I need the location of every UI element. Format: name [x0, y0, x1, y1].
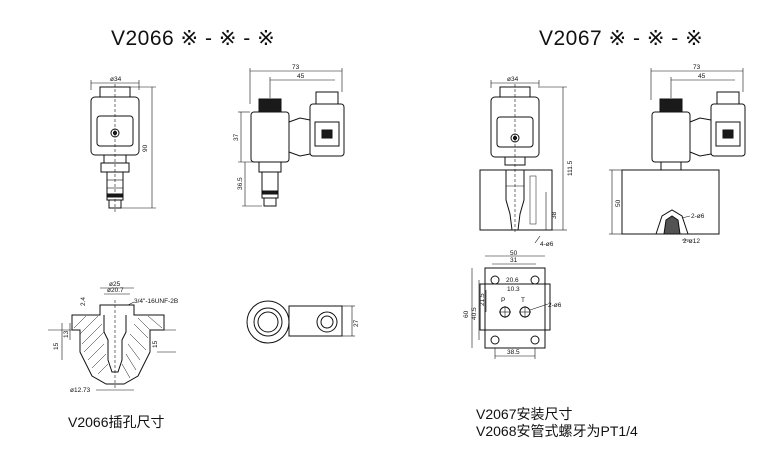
- v2067-front-view: ø34 111.5 38 4-ø6: [479, 76, 574, 248]
- dim-plate-20-6: 20.6: [506, 277, 519, 284]
- dim-v2067-coil-dia: ø34: [507, 76, 519, 83]
- v2068-thread-note: V2068安管式螺牙为PT1/4: [476, 423, 638, 439]
- v2067-install-label: V2067安装尺寸: [476, 406, 573, 422]
- dim-plate-31: 31: [510, 257, 518, 264]
- dim-v2067-4-6: 4-ø6: [540, 241, 554, 248]
- dim-v2067-side-width: 73: [693, 64, 701, 71]
- dim-plate-2-6: 2-ø6: [548, 302, 562, 309]
- dim-v2066-top-27: 27: [353, 319, 360, 327]
- dim-v2067-2-6: 2-ø6: [691, 213, 705, 220]
- dim-cavity-thread: 3/4"-16UNF-2B: [134, 298, 178, 305]
- dim-v2067-block-38: 38: [551, 211, 558, 219]
- port-p-label: P: [501, 297, 505, 304]
- dim-plate-60: 60: [463, 310, 470, 318]
- dim-v2067-block-50: 50: [615, 199, 622, 207]
- dim-plate-21-5: 21.5: [479, 293, 486, 306]
- v2067-side-view: 73 45 50 2-ø6 2-ø12: [609, 64, 746, 245]
- hatch-pattern: [73, 315, 163, 379]
- dim-v2067-2-12: 2-ø12: [683, 238, 700, 245]
- dim-v2066-side-width: 73: [292, 64, 300, 71]
- dim-v2066-coil-dia: ø34: [110, 76, 122, 83]
- dim-cavity-left-13: 13: [63, 330, 70, 338]
- dim-cavity-25: ø25: [109, 281, 121, 288]
- dim-v2066-coil-height: 37: [233, 133, 240, 141]
- dim-cavity-2-4: 2.4: [80, 297, 87, 306]
- dim-v2066-body-height: 36.5: [237, 177, 244, 190]
- dim-v2067-height: 111.5: [567, 160, 574, 176]
- v2066-front-view: ø34 90: [90, 76, 156, 212]
- v2066-model-title: V2066 ※ - ※ - ※: [111, 27, 276, 50]
- port-t-label: T: [521, 297, 525, 304]
- v2066-side-view: 73 45 37 36.5: [233, 64, 345, 207]
- dim-cavity-right-15: 15: [152, 340, 159, 348]
- dim-cavity-20-7: ø20.7: [107, 287, 124, 294]
- dim-v2067-side-45: 45: [698, 73, 706, 80]
- dim-cavity-12-7: ø12.73: [70, 387, 91, 394]
- v2067-install-caption: V2067安装尺寸 V2068安管式螺牙为PT1/4: [476, 406, 638, 440]
- v2067-install-plate: 50 31 20.6 10.3 P T 2-ø6 60 40.5 21.5 38…: [463, 250, 562, 359]
- v2066-cavity-caption: V2066插孔尺寸: [68, 414, 165, 430]
- dim-cavity-left-depth: 15: [53, 342, 60, 350]
- dim-plate-38-5: 38.5: [507, 349, 520, 356]
- dim-plate-40-5: 40.5: [471, 307, 478, 320]
- dim-plate-10-3: 10.3: [507, 286, 520, 293]
- dim-plate-50: 50: [510, 250, 518, 257]
- dim-v2066-height: 90: [142, 144, 149, 152]
- v2066-top-view: 27: [246, 300, 360, 344]
- v2067-model-title: V2067 ※ - ※ - ※: [539, 27, 704, 50]
- v2066-cavity-section: ø25 ø20.7 3/4"-16UNF-2B 2.4 15: [48, 281, 178, 394]
- dim-v2066-side-45: 45: [297, 73, 305, 80]
